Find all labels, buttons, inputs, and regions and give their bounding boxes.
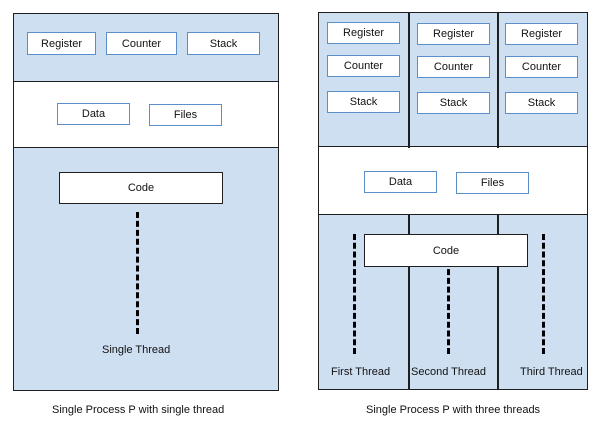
third-thread-line [542, 234, 545, 354]
first-thread-label: First Thread [331, 366, 391, 378]
col1-register-box: Register [327, 22, 400, 44]
second-thread-line [447, 234, 450, 354]
col1-counter-box: Counter [327, 55, 400, 77]
col3-stack-box: Stack [505, 92, 578, 114]
col2-stack-box: Stack [417, 92, 490, 114]
right-column-divider [497, 214, 499, 390]
left-files-box: Files [149, 104, 222, 126]
right-caption: Single Process P with three threads [366, 404, 541, 416]
right-data-band [318, 146, 588, 216]
col3-counter-box: Counter [505, 56, 578, 78]
right-data-box: Data [364, 171, 437, 193]
right-column-divider [497, 12, 499, 148]
left-counter-box: Counter [106, 32, 177, 55]
right-files-box: Files [456, 172, 529, 194]
left-data-box: Data [57, 103, 130, 125]
right-column-divider [408, 12, 410, 148]
left-register-box: Register [27, 32, 96, 55]
third-thread-label: Third Thread [520, 366, 583, 378]
left-data-band [13, 81, 279, 149]
left-stack-box: Stack [187, 32, 260, 55]
left-thread-line [136, 212, 139, 334]
second-thread-label: Second Thread [411, 366, 487, 378]
col3-register-box: Register [505, 23, 578, 45]
right-column-divider [408, 214, 410, 390]
left-caption: Single Process P with single thread [52, 404, 225, 416]
col1-stack-box: Stack [327, 91, 400, 113]
first-thread-line [353, 234, 356, 354]
col2-counter-box: Counter [417, 56, 490, 78]
right-code-box: Code [364, 234, 528, 267]
col2-register-box: Register [417, 23, 490, 45]
left-thread-label: Single Thread [102, 344, 171, 356]
left-code-box: Code [59, 172, 223, 204]
